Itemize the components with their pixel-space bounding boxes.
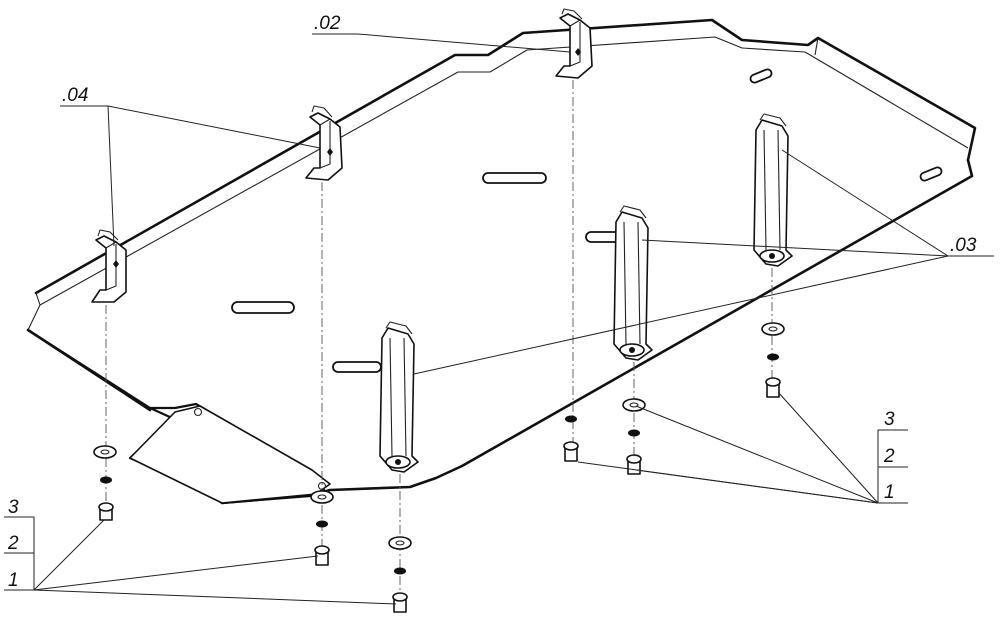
stack-left-middle: 2	[7, 533, 19, 554]
slot	[482, 172, 547, 184]
fastener-set-2	[310, 490, 334, 566]
bolt-axes	[105, 80, 773, 605]
bracket-04-left	[91, 229, 127, 303]
callout-03: .03	[950, 235, 977, 256]
callout-02: .02	[314, 13, 341, 34]
skid-plate	[26, 18, 977, 505]
slot	[919, 166, 943, 182]
bracket-02	[555, 8, 593, 79]
bracket-03-middle	[613, 205, 653, 361]
stack-right-middle: 2	[883, 446, 895, 467]
plate-slots	[231, 68, 943, 373]
stack-left-bottom: 1	[8, 570, 19, 591]
leader-lines	[33, 33, 994, 605]
fastener-set-6	[761, 322, 785, 398]
fastener-set-4	[563, 415, 579, 462]
stack-right-top: 3	[884, 409, 895, 430]
callout-04: .04	[62, 85, 88, 106]
fastener-stack-right: 3 2 1	[877, 409, 908, 504]
slot	[231, 301, 295, 314]
bracket-03-left	[379, 321, 419, 473]
front-flap	[129, 405, 331, 504]
bracket-04-middle	[305, 105, 343, 181]
stack-right-bottom: 1	[884, 482, 895, 503]
fastener-set-1	[93, 445, 117, 521]
stack-left-top: 3	[8, 497, 19, 518]
bracket-03-right	[753, 113, 793, 267]
fastener-set-5	[622, 398, 646, 475]
fastener-set-3	[388, 536, 412, 613]
slot	[332, 361, 382, 373]
fastener-stack-left: 3 2 1	[4, 497, 35, 591]
slot	[749, 68, 773, 84]
